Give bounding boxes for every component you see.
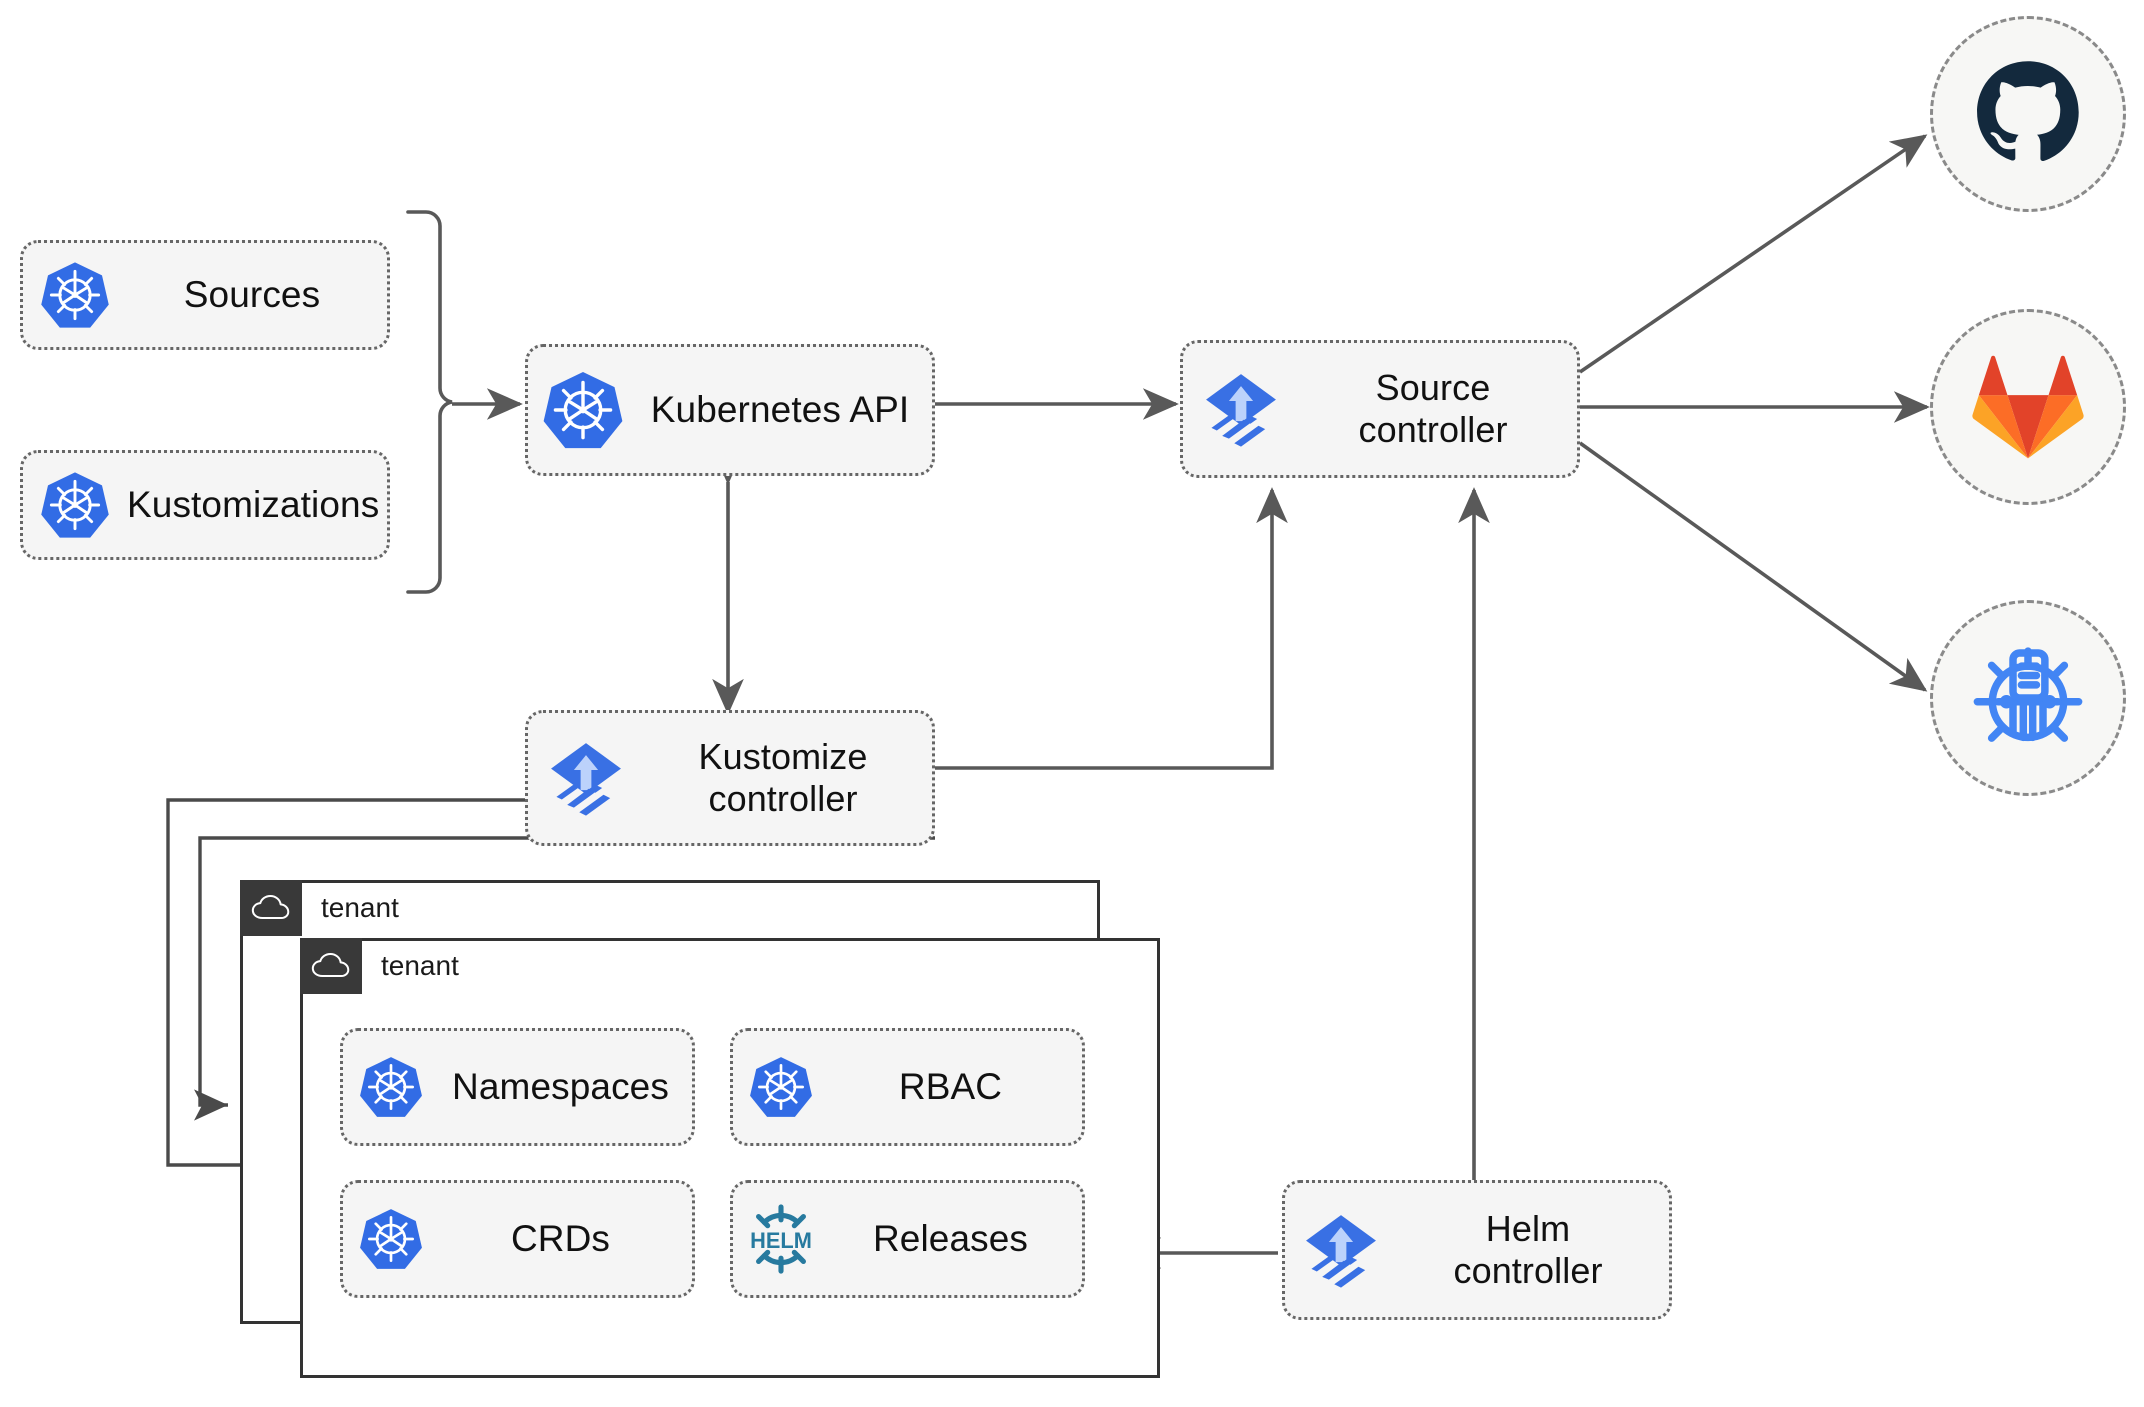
- cloud-icon: [240, 880, 302, 936]
- github-icon: [1977, 61, 2079, 161]
- provider-gitlab[interactable]: [1930, 309, 2126, 505]
- node-kubernetes-api[interactable]: Kubernetes API: [525, 344, 935, 476]
- tenant-label: tenant: [381, 950, 459, 981]
- helm-icon: HELM: [733, 1198, 829, 1280]
- node-sources[interactable]: Sources: [20, 240, 390, 350]
- edge-source-to-helmrepo: [1578, 441, 1928, 692]
- node-label-line2: controller: [1453, 1250, 1603, 1291]
- node-kustomize-controller[interactable]: Kustomize controller: [525, 710, 935, 846]
- node-releases[interactable]: HELM Releases: [730, 1180, 1085, 1298]
- edge-kustomize-to-source: [935, 487, 1288, 770]
- node-label-line1: Helm: [1485, 1207, 1571, 1249]
- node-label: Kustomize controller: [644, 736, 932, 821]
- node-source-controller[interactable]: Source controller: [1180, 340, 1580, 478]
- flux-icon: [1183, 366, 1299, 452]
- node-label: Source controller: [1299, 367, 1577, 452]
- node-label: RBAC: [898, 1066, 1003, 1108]
- node-label: Helm controller: [1397, 1208, 1669, 1293]
- node-label: Kustomizations: [127, 484, 380, 526]
- kubernetes-icon: [343, 1054, 439, 1120]
- node-label-line1: Source: [1375, 366, 1491, 408]
- flux-icon: [528, 735, 644, 821]
- node-label-line2: controller: [708, 778, 858, 819]
- node-label-line2: controller: [1358, 409, 1508, 450]
- gitlab-icon: [1972, 355, 2084, 459]
- helm-wordmark: HELM: [750, 1228, 812, 1253]
- provider-helm-repository[interactable]: [1930, 600, 2126, 796]
- kubernetes-icon: [733, 1054, 829, 1120]
- kubernetes-icon: [23, 469, 127, 541]
- node-kustomizations[interactable]: Kustomizations: [20, 450, 390, 560]
- node-label-line1: Kustomize: [698, 735, 868, 777]
- node-crds[interactable]: CRDs: [340, 1180, 695, 1298]
- resources-brace: [406, 210, 453, 594]
- node-helm-controller[interactable]: Helm controller: [1282, 1180, 1672, 1320]
- flux-icon: [1285, 1207, 1397, 1293]
- helm-repository-icon: [1973, 647, 2083, 742]
- node-label: Namespaces: [452, 1066, 669, 1108]
- kubernetes-icon: [23, 259, 127, 331]
- tenant-panel-front[interactable]: tenant: [300, 938, 1160, 1378]
- node-label: Releases: [872, 1218, 1029, 1260]
- provider-github[interactable]: [1930, 16, 2126, 212]
- node-label: Sources: [183, 274, 321, 316]
- node-label: Kubernetes API: [650, 389, 910, 431]
- kubernetes-icon: [343, 1206, 439, 1272]
- edge-source-to-github: [1578, 134, 1928, 374]
- tenant-label: tenant: [321, 892, 399, 923]
- cloud-icon: [300, 938, 362, 994]
- node-namespaces[interactable]: Namespaces: [340, 1028, 695, 1146]
- node-rbac[interactable]: RBAC: [730, 1028, 1085, 1146]
- kubernetes-icon: [528, 368, 638, 452]
- node-label: CRDs: [510, 1218, 611, 1260]
